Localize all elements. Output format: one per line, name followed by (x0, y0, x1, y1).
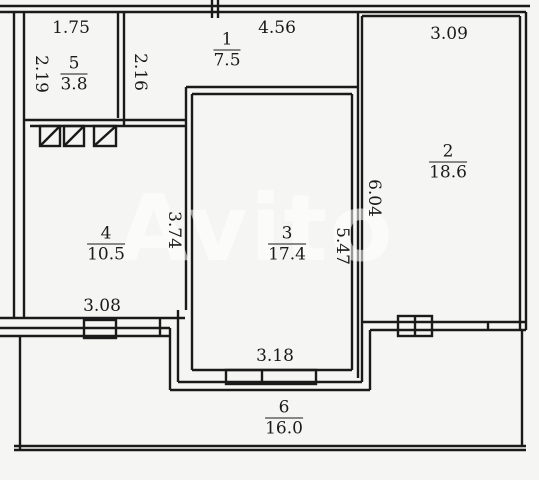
dim-6-04: 6.04 (364, 179, 384, 217)
room-area: 3.8 (60, 73, 88, 95)
room-area: 7.5 (213, 49, 241, 71)
watermark: Avito (118, 175, 395, 282)
room-3-label: 3 17.4 (268, 224, 306, 265)
room-1-label: 1 7.5 (213, 29, 241, 71)
duct-3 (92, 124, 118, 148)
dim-2-16: 2.16 (130, 53, 150, 91)
dim-3-09: 3.09 (430, 24, 468, 44)
room-area: 17.4 (268, 243, 306, 265)
window-left (82, 318, 118, 340)
room-2-label: 2 18.6 (429, 142, 467, 183)
window-bay (224, 368, 318, 386)
room-5-label: 5 3.8 (60, 53, 88, 95)
room-number: 3 (281, 223, 293, 244)
room-number: 4 (100, 223, 112, 244)
dim-3-18: 3.18 (256, 346, 294, 366)
dim-4-56: 4.56 (258, 18, 296, 38)
dim-2-19: 2.19 (31, 55, 51, 93)
room-6-label: 6 16.0 (265, 398, 303, 439)
room-number: 1 (221, 29, 233, 50)
room-number: 5 (68, 53, 80, 74)
room-area: 10.5 (87, 243, 125, 265)
duct-2 (62, 124, 86, 148)
dim-5-47: 5.47 (332, 227, 352, 265)
duct-1 (38, 124, 62, 148)
dim-3-08: 3.08 (83, 296, 121, 316)
dim-1-75: 1.75 (52, 18, 90, 38)
room-4-label: 4 10.5 (87, 224, 125, 265)
room-number: 2 (442, 141, 454, 162)
room-area: 16.0 (265, 417, 303, 439)
dim-3-74: 3.74 (164, 211, 184, 249)
room-number: 6 (278, 397, 290, 418)
room-area: 18.6 (429, 161, 467, 183)
